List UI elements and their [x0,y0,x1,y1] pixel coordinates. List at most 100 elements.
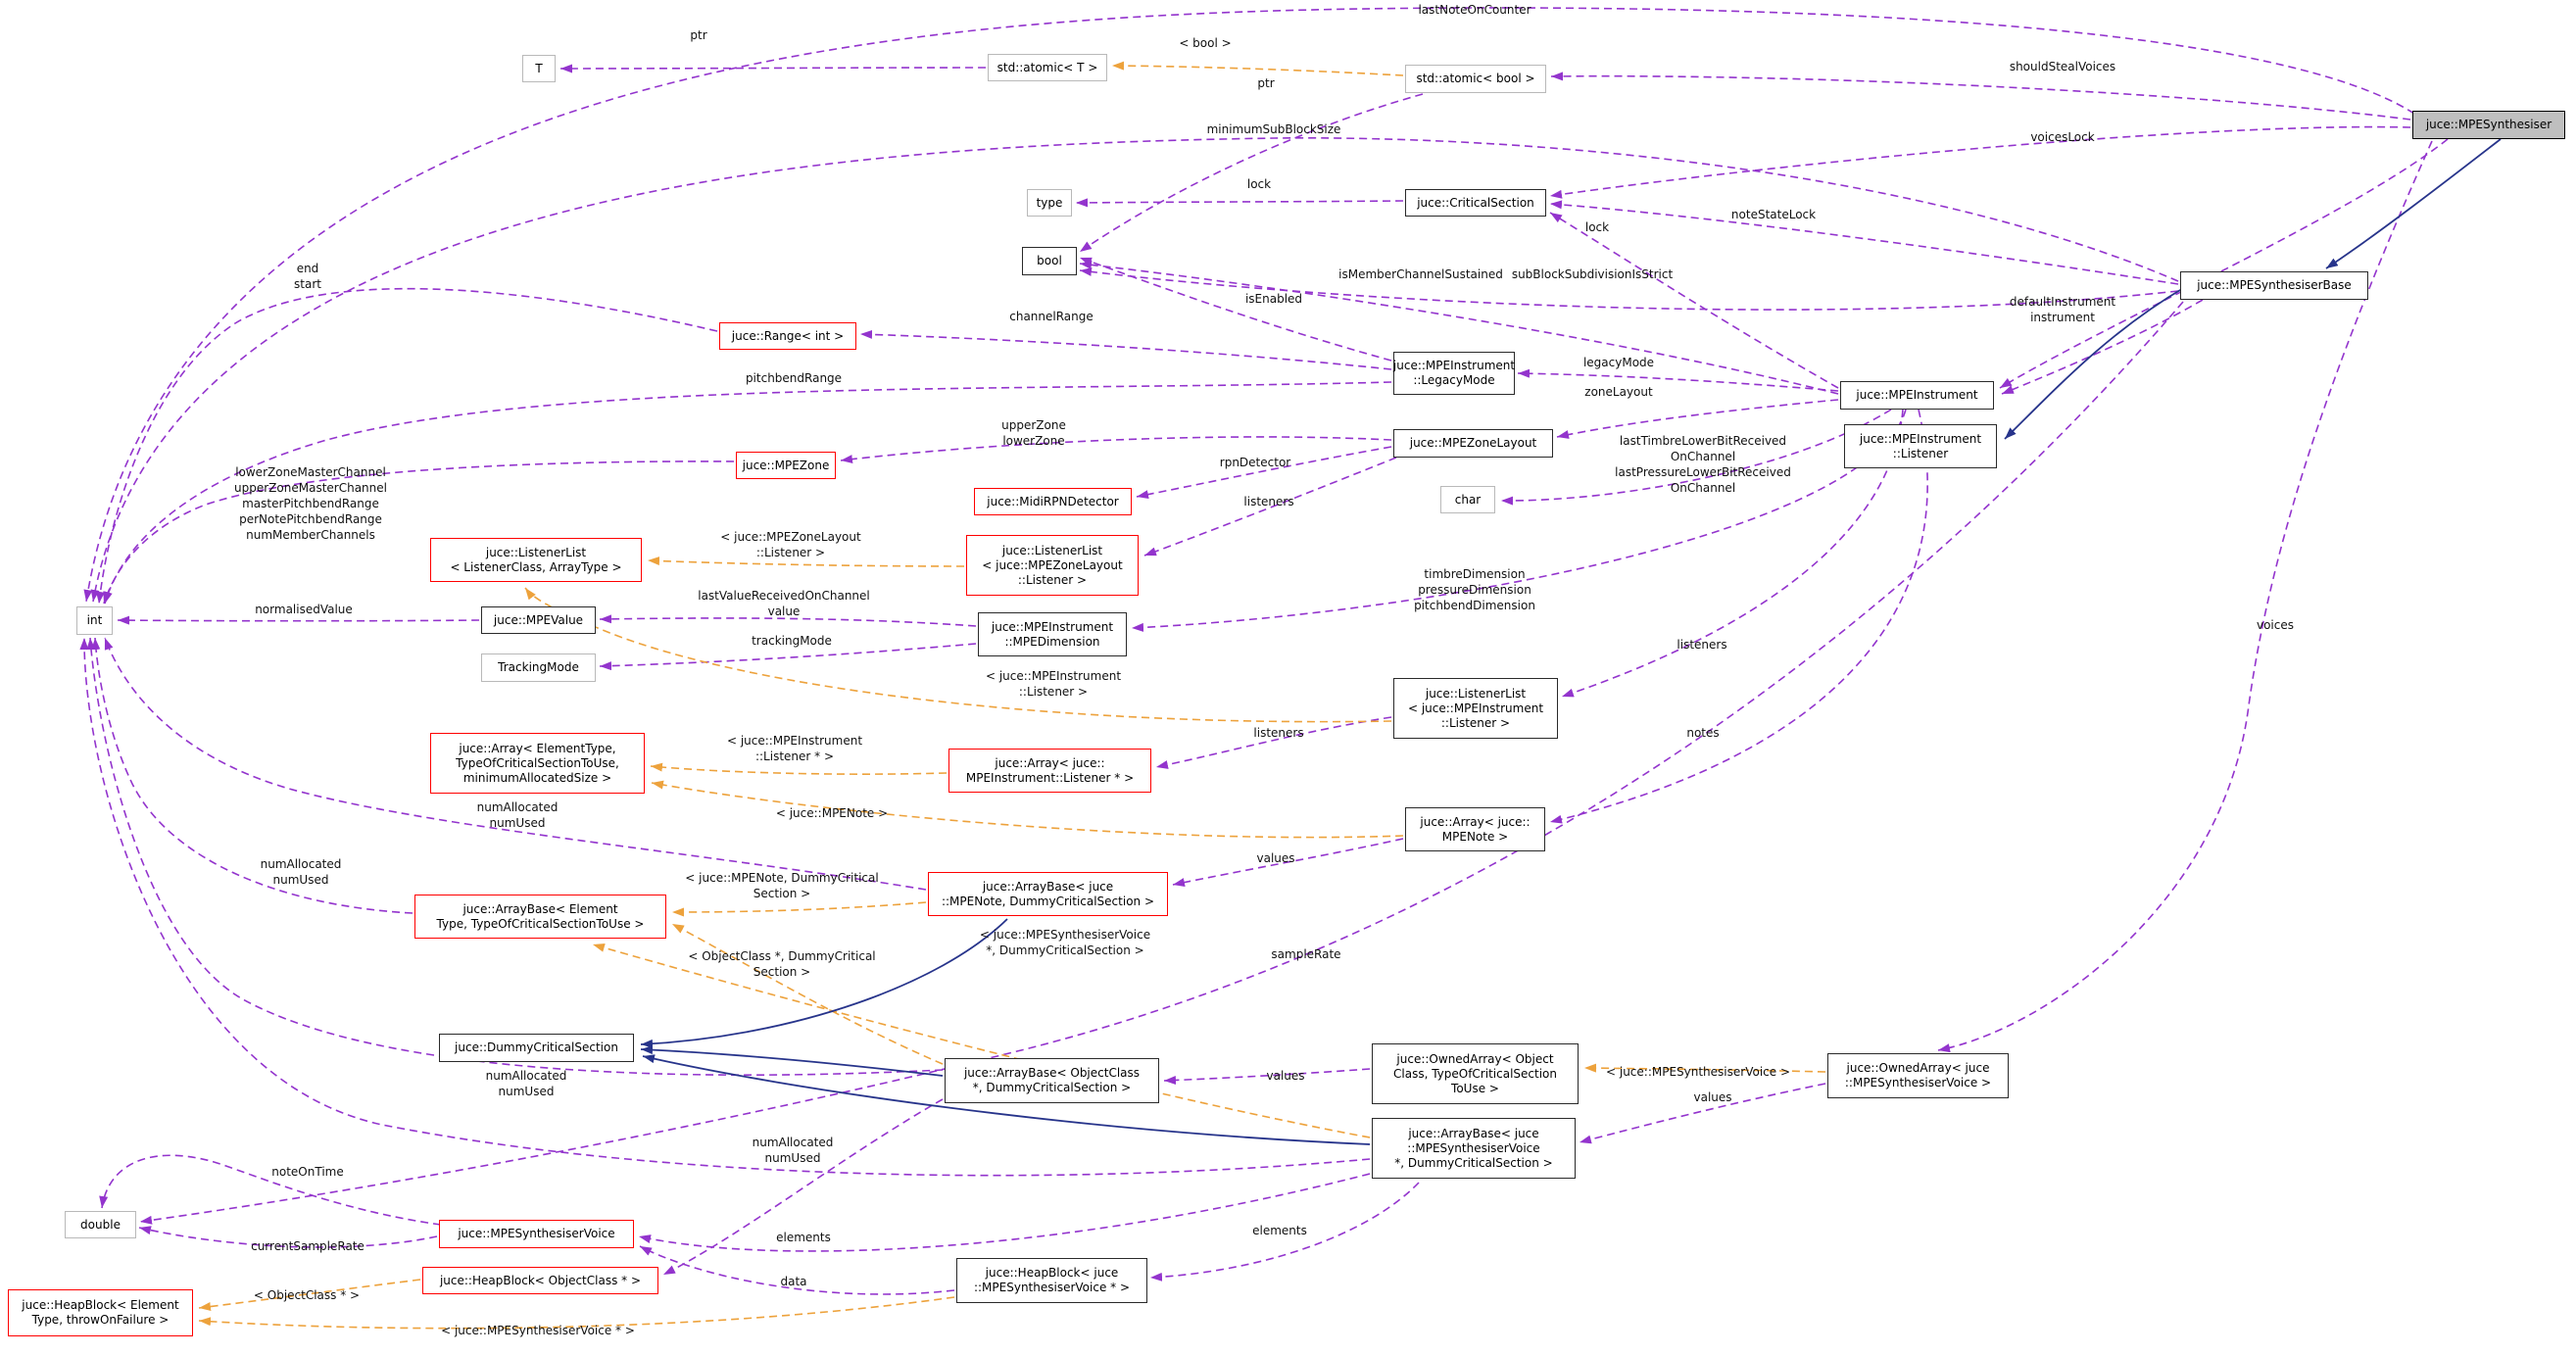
edge-tmpl-llinstr [524,587,1392,723]
edge-inherit-abobj-dummycs [640,1045,944,1077]
edge-currentSampleRate [138,1226,438,1248]
class-box-std-atomic-bool[interactable]: std::atomic< bool > [1405,65,1546,93]
edge-label-listeners-1: listeners [1243,495,1294,508]
edge-lastNoteOnCounter [83,7,2415,603]
edge-listeners-llinstr [1155,716,1392,769]
class-box-juce-dummycriticalsection[interactable]: juce::DummyCriticalSection [439,1034,634,1062]
edge-label-isenabled: isEnabled [1244,292,1303,306]
edge-label-voices: voices [2256,618,2295,632]
class-box-juce-array-mpeinstrument-listener-ptr[interactable]: juce::Array< juce:: MPEInstrument::Liste… [948,749,1151,793]
class-box-juce-listenerlist-mpezonelayout-listener[interactable]: juce::ListenerList < juce::MPEZoneLayout… [966,535,1139,596]
edge-label-legacymode: legacyMode [1582,356,1655,369]
edge-inherit-mpesynth-synthbase [2325,138,2502,269]
class-box-juce-mpeinstrument-listener[interactable]: juce::MPEInstrument ::Listener [1844,424,1997,468]
edge-label-noteontime: noteOnTime [271,1165,344,1179]
edge-label-values-3: values [1693,1090,1732,1104]
edge-instrument-member [2001,299,2204,395]
edge-label-ptr-1: ptr [690,28,707,42]
edge-label-timbredimension: timbreDimension pressureDimension pitchb… [1414,567,1535,612]
edge-label-values-2: values [1266,1069,1305,1083]
edge-data [639,1245,955,1295]
edge-label-pitchbendrange: pitchbendRange [745,371,843,385]
class-box-juce-arraybase-generic[interactable]: juce::ArrayBase< Element Type, TypeOfCri… [414,895,666,939]
class-box-juce-ownedarray-generic[interactable]: juce::OwnedArray< Object Class, TypeOfCr… [1372,1043,1579,1104]
edge-tmpl-oavoice [1583,1063,1826,1073]
edge-end-start [95,287,718,605]
class-box-juce-mpesynthesiser[interactable]: juce::MPESynthesiser [2412,111,2565,139]
class-box-bool[interactable]: bool [1022,247,1077,275]
class-box-juce-arraybase-mpesynthesiservoice[interactable]: juce::ArrayBase< juce ::MPESynthesiserVo… [1372,1118,1576,1179]
edge-label-currentsamplerate: currentSampleRate [251,1239,365,1253]
edge-label-rpndetector: rpnDetector [1219,456,1291,469]
edge-ptr-atomicBool-bool [1079,93,1424,253]
edge-label-shouldstealvoices: shouldStealVoices [2009,60,2116,73]
class-box-std-atomic-t[interactable]: std::atomic< T > [988,54,1107,81]
edge-label-listeners-2: listeners [1677,638,1727,652]
edge-label-listeners-3: listeners [1253,726,1304,740]
edge-lock-critsec-type [1075,198,1404,208]
class-box-juce-ownedarray-mpesynthesiservoice[interactable]: juce::OwnedArray< juce ::MPESynthesiserV… [1827,1053,2009,1098]
class-box-juce-mpesynthesiservoice[interactable]: juce::MPESynthesiserVoice [439,1220,634,1248]
class-box-juce-arraybase-objectclass[interactable]: juce::ArrayBase< ObjectClass *, DummyCri… [945,1058,1159,1103]
edge-numAllocated-abobj [86,637,944,1077]
edge-channelRange [859,329,1392,370]
edge-label-lastvaluereceived: lastValueReceivedOnChannel value [698,589,870,618]
edge-label-numallocated-1: numAllocated numUsed [476,800,559,830]
class-box-T[interactable]: T [522,55,556,82]
class-box-juce-heapblock-objectclass[interactable]: juce::HeapBlock< ObjectClass * > [422,1267,658,1294]
class-box-juce-mpeinstrument-mpedimension[interactable]: juce::MPEInstrument ::MPEDimension [978,612,1127,656]
class-box-int[interactable]: int [76,606,113,635]
class-box-juce-listenerlist-generic[interactable]: juce::ListenerList < ListenerClass, Arra… [430,538,642,582]
edge-label-defaultinstrument: defaultInstrument instrument [2009,295,2116,324]
edge-subBlockSubdivisionIsStrict [1079,266,2179,311]
class-box-juce-mpeinstrument[interactable]: juce::MPEInstrument [1840,381,1994,410]
edge-tmpl-bool [1111,61,1404,76]
class-box-juce-heapblock-generic[interactable]: juce::HeapBlock< Element Type, throwOnFa… [8,1289,193,1336]
edge-label-notes: notes [1686,726,1720,740]
edge-rpnDetector [1136,446,1392,500]
edge-lock-instrument [1549,212,1839,389]
edge-label-normalisedvalue: normalisedValue [255,603,353,616]
edge-label-ptr-2: ptr [1257,76,1275,90]
edge-tmpl-abobj [671,923,944,1065]
class-box-char[interactable]: char [1440,486,1495,513]
class-box-juce-mpezonelayout[interactable]: juce::MPEZoneLayout [1393,429,1553,458]
edge-label-numallocated-4: numAllocated numUsed [752,1136,834,1165]
edge-label-numallocated-3: numAllocated numUsed [485,1069,567,1098]
edge-label-voiceslock: voicesLock [2030,130,2095,144]
edge-label-tmpl-voice-ptr: < juce::MPESynthesiserVoice * > [441,1324,635,1337]
class-box-juce-array-mpenote[interactable]: juce::Array< juce:: MPENote > [1405,807,1545,851]
edge-inherit-abvoice-dummycs [642,1054,1371,1145]
class-box-juce-midirpndetector[interactable]: juce::MidiRPNDetector [974,488,1132,515]
edge-label-elements-2: elements [1252,1224,1307,1237]
class-box-juce-array-generic[interactable]: juce::Array< ElementType, TypeOfCritical… [430,733,645,794]
edge-lastValueReceived [599,614,977,627]
edge-label-tmpl-objectclass-dcs: < ObjectClass *, DummyCritical Section > [688,949,876,979]
class-box-juce-heapblock-mpesynthesiservoice[interactable]: juce::HeapBlock< juce ::MPESynthesiserVo… [956,1258,1147,1303]
edge-label-tmpl-mpeinstrument-listener: < juce::MPEInstrument ::Listener > [985,669,1122,699]
edge-label-tmpl-mpezonelayout-listener: < juce::MPEZoneLayout ::Listener > [720,530,861,559]
edge-label-tmpl-mpenote-dcs: < juce::MPENote, DummyCritical Section > [685,871,879,900]
class-box-juce-listenerlist-mpeinstrument-listener[interactable]: juce::ListenerList < juce::MPEInstrument… [1393,678,1558,739]
class-box-trackingmode[interactable]: TrackingMode [481,653,596,682]
edge-label-trackingmode: trackingMode [752,634,832,648]
edge-label-samplerate: sampleRate [1271,947,1341,961]
edge-label-tmpl-objectclass-ptr: < ObjectClass * > [253,1288,361,1302]
edge-inherit-abnote-dummycs [640,918,1008,1048]
edge-numAllocated-abgen [91,637,413,914]
edge-noteStateLock [1549,200,2179,285]
class-box-juce-range-int[interactable]: juce::Range< int > [719,322,856,350]
class-box-type[interactable]: type [1027,189,1072,217]
class-box-juce-arraybase-mpenote[interactable]: juce::ArrayBase< juce ::MPENote, DummyCr… [928,872,1168,916]
edge-ptr-atomicT-T [559,64,987,73]
class-box-juce-mpevalue[interactable]: juce::MPEValue [481,606,596,634]
class-box-juce-mpesynthesiserbase[interactable]: juce::MPESynthesiserBase [2180,271,2368,300]
class-box-juce-mpeinstrument-legacymode[interactable]: juce::MPEInstrument ::LegacyMode [1393,352,1515,395]
edge-tmpl-abvoice [592,943,1371,1138]
edge-label-data: data [780,1275,807,1288]
class-box-juce-criticalsection[interactable]: juce::CriticalSection [1405,189,1546,217]
class-box-juce-mpezone[interactable]: juce::MPEZone [736,452,836,479]
class-box-double[interactable]: double [65,1211,136,1238]
